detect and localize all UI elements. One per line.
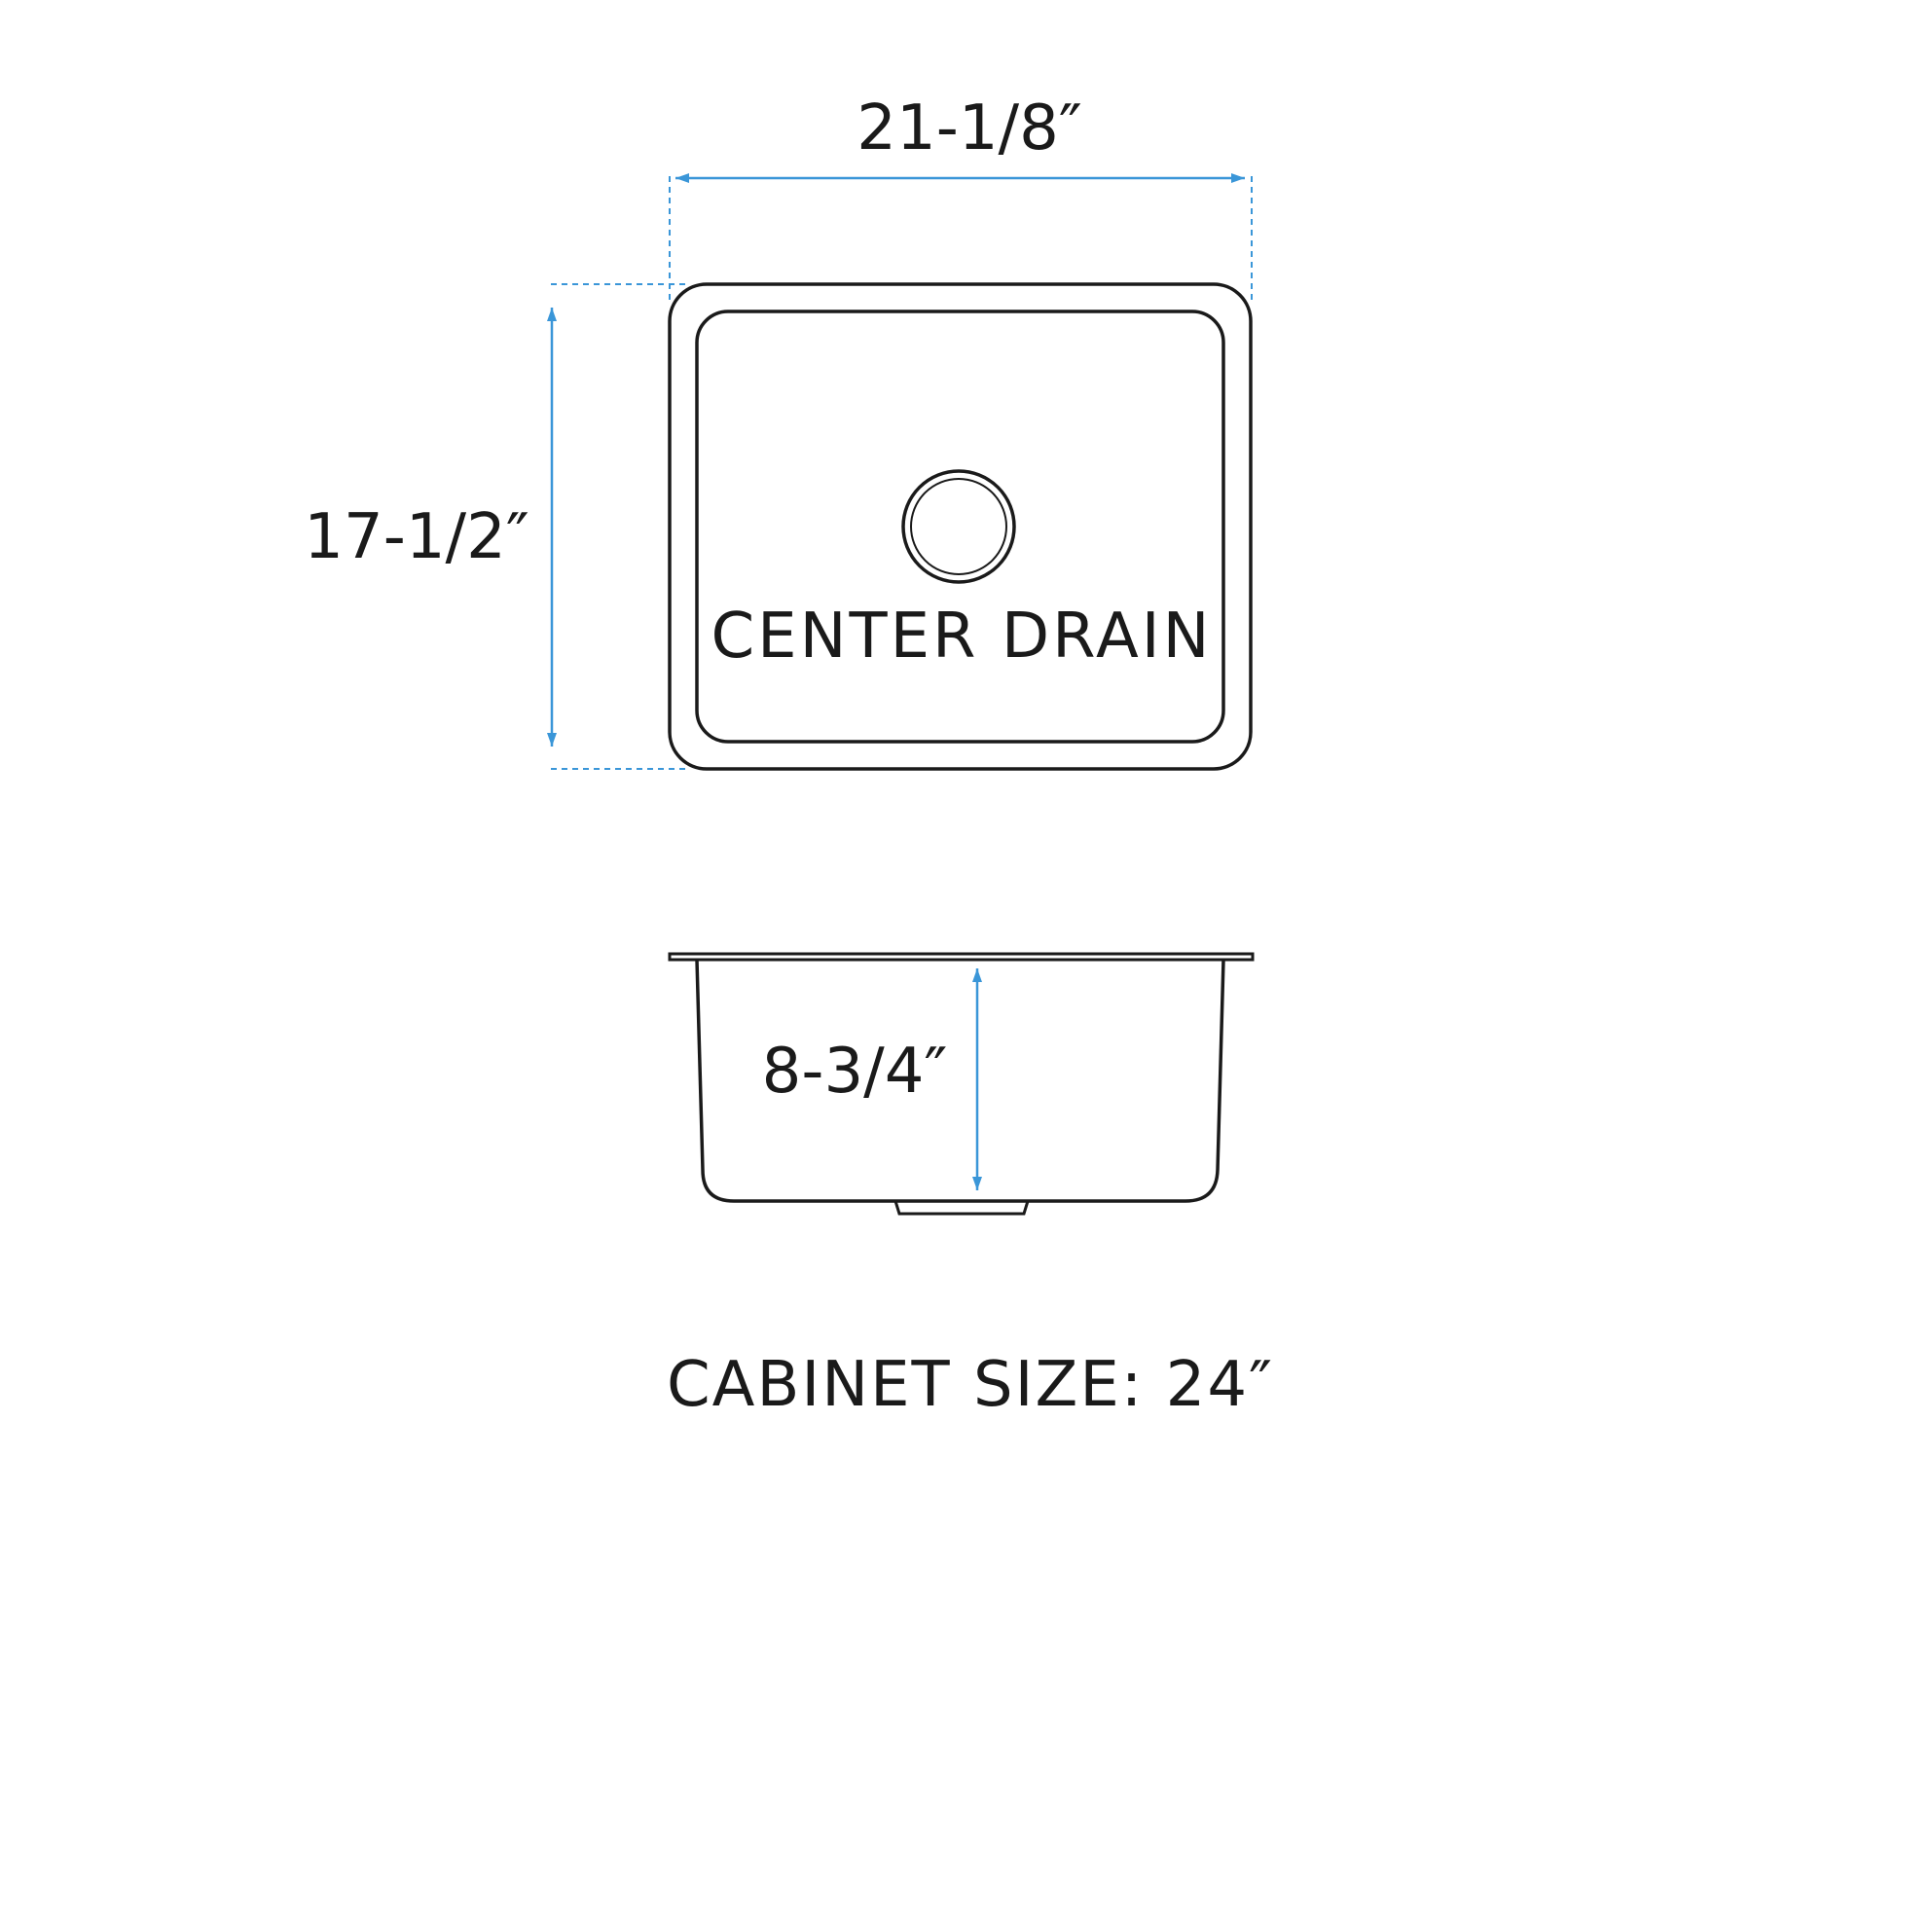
length-dimension: 17-1/2″ [304, 283, 686, 770]
depth-dimension: 8-3/4″ [762, 968, 982, 1190]
top-view: CENTER DRAIN 21-1/8″ 17-1/2″ [304, 92, 1253, 771]
sink-flange [668, 952, 1255, 962]
sink-bowl-profile [695, 959, 1225, 1203]
drain-label: CENTER DRAIN [711, 601, 1212, 673]
sink-outer-rim [668, 282, 1253, 771]
length-label: 17-1/2″ [304, 501, 529, 573]
drain-outer-ring [901, 469, 1016, 584]
side-view: 8-3/4″ [668, 952, 1255, 1216]
drain-stub [893, 1200, 1030, 1216]
sink-inner-bowl [695, 310, 1225, 744]
cabinet-size-label: CABINET SIZE: 24″ [667, 1349, 1274, 1421]
width-dimension: 21-1/8″ [669, 92, 1253, 302]
width-label: 21-1/8″ [857, 92, 1081, 164]
drain-inner-ring [910, 478, 1007, 575]
depth-label: 8-3/4″ [762, 1036, 948, 1108]
